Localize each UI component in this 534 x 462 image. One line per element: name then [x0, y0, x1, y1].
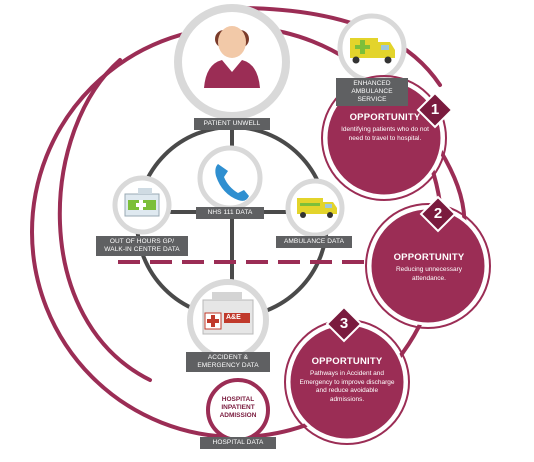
- opportunity-1-ring: [321, 75, 447, 201]
- ambulance-label: AMBULANCE DATA: [276, 236, 352, 248]
- patient-icon: [204, 26, 260, 88]
- opportunity-3-text: OPPORTUNITY Pathways in Accident and Eme…: [298, 356, 396, 404]
- opportunity-2-ring: [365, 203, 491, 329]
- ambulance-node: [285, 178, 345, 238]
- opportunity-2-text: OPPORTUNITY Reducing unnecessary attenda…: [384, 252, 474, 283]
- gp-centre-icon: [124, 188, 160, 217]
- gp-node: [112, 175, 172, 235]
- opportunity-2-number: 2: [433, 205, 443, 222]
- opportunity-2-title: OPPORTUNITY: [393, 252, 465, 263]
- enhanced-ambulance-node: [337, 13, 407, 83]
- hospital-label: HOSPITAL DATA: [200, 437, 276, 449]
- nhs111-label: NHS 111 DATA: [196, 207, 264, 219]
- ae-sign: A&E: [226, 314, 241, 321]
- opportunity-1-description: Identifying patients who do not need to …: [341, 126, 429, 142]
- opportunity-3-number: 3: [339, 315, 349, 332]
- opportunity-1-title: OPPORTUNITY: [349, 112, 421, 123]
- opportunity-1-text: OPPORTUNITY Identifying patients who do …: [340, 112, 430, 143]
- hospital-admission-text: HOSPITAL INPATIENT ADMISSION: [219, 396, 257, 419]
- opportunity-1-number: 1: [430, 101, 440, 118]
- hospital-icon: [202, 292, 254, 335]
- gp-label: OUT OF HOURS GP/ WALK-IN CENTRE DATA: [96, 236, 188, 256]
- enhanced-ambulance-icon: [350, 38, 395, 64]
- opportunity-3-diamond: [325, 305, 363, 343]
- opportunity-2-description: Reducing unnecessary attendance.: [395, 266, 463, 282]
- ae-label: ACCIDENT & EMERGENCY DATA: [186, 352, 270, 372]
- opportunity-1-diamond: [416, 91, 454, 129]
- ambulance-icon: [297, 198, 337, 218]
- opportunity-3-title: OPPORTUNITY: [311, 356, 383, 367]
- patient-label: PATIENT UNWELL: [194, 118, 270, 130]
- opportunity-2-diamond: [419, 195, 457, 233]
- phone-icon: [215, 164, 249, 201]
- nhs111-node: [197, 145, 263, 211]
- patient-node: [174, 4, 290, 120]
- opportunity-3-description: Pathways in Accident and Emergency to im…: [299, 370, 395, 403]
- enhanced-ambulance-label: ENHANCED AMBULANCE SERVICE: [336, 78, 408, 106]
